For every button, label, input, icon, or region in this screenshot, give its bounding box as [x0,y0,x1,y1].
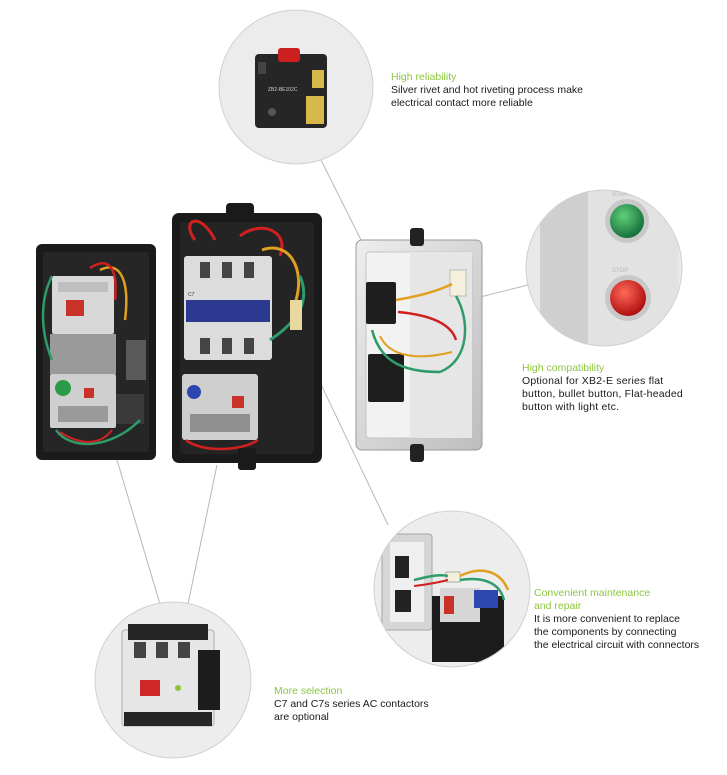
maintenance-circle [373,510,531,668]
contact-block-circle: ZB2-BE102C [218,9,374,165]
callout-high-reliability: High reliability Silver rivet and hot ri… [391,71,631,110]
svg-text:ZB2-BE102C: ZB2-BE102C [268,87,298,93]
svg-text:STOP: STOP [612,268,628,274]
stop-button-icon [610,280,646,316]
callout-title: More selection [274,685,343,697]
callout-text: Optional for XB2-E series flat button, b… [522,375,683,413]
callout-text: C7 and C7s series AC contactors are opti… [274,698,429,723]
middle-enclosure: C7 [172,203,322,470]
grey-housing [355,228,483,462]
callout-more-selection: More selection C7 and C7s series AC cont… [274,685,474,724]
callout-text: It is more convenient to replace the com… [534,613,700,651]
callout-high-compatibility: High compatibility Optional for XB2-E se… [522,362,722,414]
callout-title: High compatibility [522,362,605,374]
callout-convenient-maintenance: Convenient maintenance and repair It is … [534,587,724,652]
start-button-icon [610,204,644,238]
callout-text: Silver rivet and hot riveting process ma… [391,84,583,109]
svg-text:C7: C7 [188,292,195,298]
left-enclosure [36,244,156,460]
contactor-circle [94,601,252,759]
callout-title: Convenient maintenance and repair [534,587,651,612]
callout-title: High reliability [391,71,457,83]
buttons-circle: START STOP [525,189,683,347]
svg-text:START: START [612,192,631,198]
